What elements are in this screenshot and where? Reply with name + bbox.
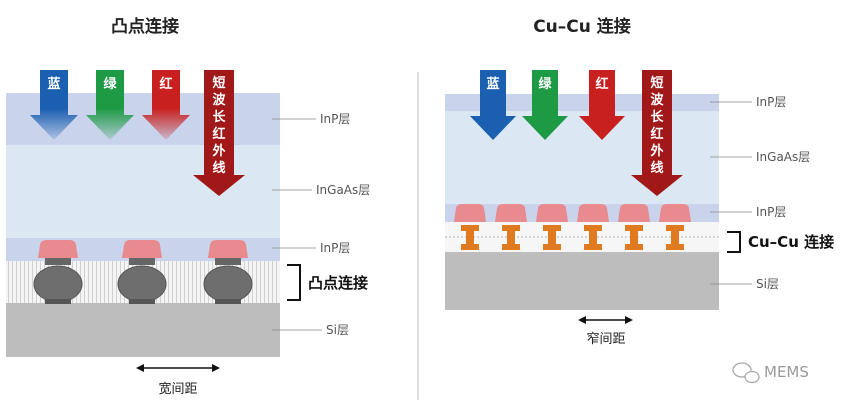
right-cu-pillar xyxy=(659,204,691,250)
right-cu-pillar xyxy=(454,204,486,250)
right-si-label: Si层 xyxy=(756,277,779,291)
left-swir-char: 线 xyxy=(212,160,225,176)
right-green-arrow: 绿 xyxy=(522,70,568,140)
left-swir-char: 长 xyxy=(212,109,226,125)
left-bump xyxy=(33,240,83,304)
left-bump xyxy=(203,240,253,304)
right-swir-char: 红 xyxy=(650,126,663,142)
left-swir-arrow: 短 波 长 红 外 线 xyxy=(193,70,245,196)
left-red-label: 红 xyxy=(159,76,172,92)
right-blue-label: 蓝 xyxy=(486,76,499,92)
left-inp-bottom-label: InP层 xyxy=(320,241,350,255)
left-blue-label: 蓝 xyxy=(47,76,60,92)
right-pitch-arrow xyxy=(578,316,633,324)
left-bracket-label: 凸点连接 xyxy=(308,274,368,292)
right-inp-top-label: InP层 xyxy=(756,95,786,109)
left-diagram: 凸点连接 蓝 xyxy=(6,16,370,397)
right-red-arrow: 红 xyxy=(579,70,625,140)
watermark: MEMS xyxy=(732,362,809,384)
right-red-label: 红 xyxy=(595,76,608,92)
left-bracket xyxy=(287,264,301,301)
right-cu-pillar xyxy=(536,204,568,250)
right-swir-char: 外 xyxy=(649,143,663,159)
right-diagram: Cu–Cu 连接 xyxy=(445,16,834,347)
right-swir-char: 短 xyxy=(650,75,663,91)
left-swir-char: 红 xyxy=(212,126,225,142)
left-title: 凸点连接 xyxy=(111,16,179,37)
left-green-arrow: 绿 xyxy=(86,70,134,140)
right-blue-arrow: 蓝 xyxy=(470,70,516,140)
right-swir-arrow: 短 波 长 红 外 线 xyxy=(631,70,683,196)
left-inp-top-label: InP层 xyxy=(320,112,350,126)
left-si-label: Si层 xyxy=(326,323,349,337)
right-ingaas-label: InGaAs层 xyxy=(756,150,810,164)
right-si-layer xyxy=(445,252,719,310)
left-swir-char: 波 xyxy=(212,92,226,108)
left-ingaas-label: InGaAs层 xyxy=(316,183,370,197)
left-swir-char: 短 xyxy=(212,75,225,91)
left-pitch-label: 宽间距 xyxy=(158,381,197,397)
left-red-arrow: 红 xyxy=(142,70,190,140)
left-si-layer xyxy=(6,303,280,357)
right-cu-pillar xyxy=(577,204,609,250)
right-pitch-label: 窄间距 xyxy=(586,331,625,347)
right-cu-pillar xyxy=(495,204,527,250)
right-title: Cu–Cu 连接 xyxy=(533,16,631,37)
watermark-text: MEMS xyxy=(764,363,809,381)
right-inp-bottom-label: InP层 xyxy=(756,205,786,219)
right-swir-char: 波 xyxy=(650,92,664,108)
right-swir-char: 长 xyxy=(650,109,664,125)
left-blue-arrow: 蓝 xyxy=(30,70,78,140)
left-swir-char: 外 xyxy=(211,143,225,159)
right-swir-char: 线 xyxy=(650,160,663,176)
right-bracket-label: Cu–Cu 连接 xyxy=(748,233,834,251)
left-bump xyxy=(117,240,167,304)
right-cu-pillar xyxy=(618,204,650,250)
left-pitch-arrow xyxy=(136,364,220,372)
right-green-label: 绿 xyxy=(538,76,552,92)
wechat-icon xyxy=(732,362,760,384)
left-green-label: 绿 xyxy=(103,76,117,92)
right-bracket xyxy=(727,231,741,253)
left-ingaas-layer xyxy=(6,145,280,238)
